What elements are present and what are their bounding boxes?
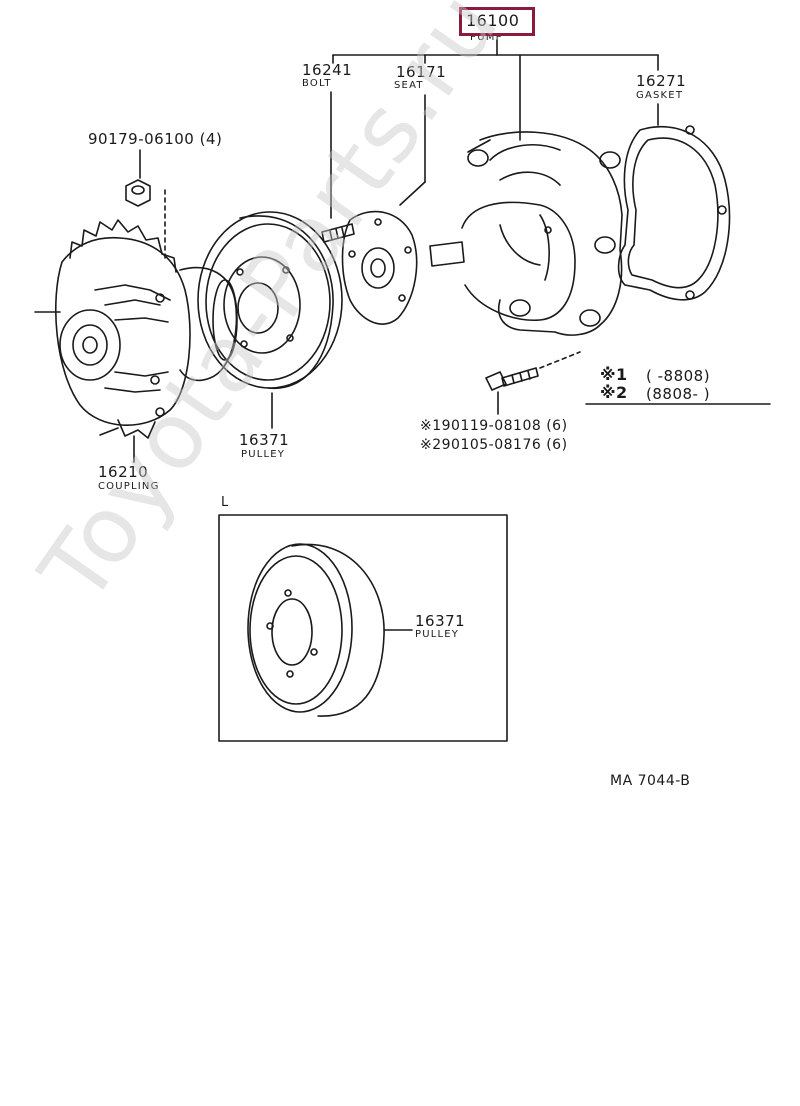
pump-leader-lines xyxy=(332,39,659,141)
part-16171-name: SEAT xyxy=(394,80,424,91)
part-16210-number[interactable]: 16210 xyxy=(98,463,149,481)
figure-id: MA 7044-B xyxy=(610,773,691,789)
bolt-16241 xyxy=(321,223,355,243)
part-16171-number[interactable]: 16171 xyxy=(396,63,447,81)
note-1-range: ( -8808) xyxy=(646,367,711,385)
part-90119-number[interactable]: ※190119-08108 (6) xyxy=(420,418,568,434)
highlight-box xyxy=(459,7,535,36)
inset-part-16371-name: PULLEY xyxy=(415,629,460,640)
note-2-range: (8808- ) xyxy=(646,385,711,403)
pump-part-number[interactable]: 16100 xyxy=(466,11,520,30)
note-1-mark: ※1 xyxy=(600,365,628,384)
part-16210-name: COUPLING xyxy=(98,481,160,492)
pulley-16371 xyxy=(197,211,343,390)
part-16371-number[interactable]: 16371 xyxy=(239,431,290,449)
part-16271-number[interactable]: 16271 xyxy=(636,72,687,90)
inset-frame xyxy=(218,514,508,742)
inset-label: L xyxy=(221,495,229,510)
nut-90179 xyxy=(125,179,166,261)
water-pump-16100 xyxy=(429,131,623,336)
inset-part-16371-number[interactable]: 16371 xyxy=(415,612,466,630)
coupling-hub xyxy=(179,266,238,382)
part-16271-name: GASKET xyxy=(636,90,684,101)
pump-part-name: PUMP xyxy=(470,32,503,43)
part-90105-number[interactable]: ※290105-08176 (6) xyxy=(420,437,568,453)
bolt-90119 xyxy=(485,351,581,391)
gasket-16271 xyxy=(617,125,731,301)
part-90179-number[interactable]: 90179-06100 (4) xyxy=(88,130,223,148)
part-16241-name: BOLT xyxy=(302,78,332,89)
part-16371-name: PULLEY xyxy=(241,449,286,460)
part-16241-number[interactable]: 16241 xyxy=(302,61,353,79)
note-2-mark: ※2 xyxy=(600,383,628,402)
seat-16171 xyxy=(341,210,418,325)
part-leader-lines xyxy=(133,91,771,463)
inset-pulley-16371 xyxy=(247,543,413,717)
coupling-16210 xyxy=(34,219,191,439)
